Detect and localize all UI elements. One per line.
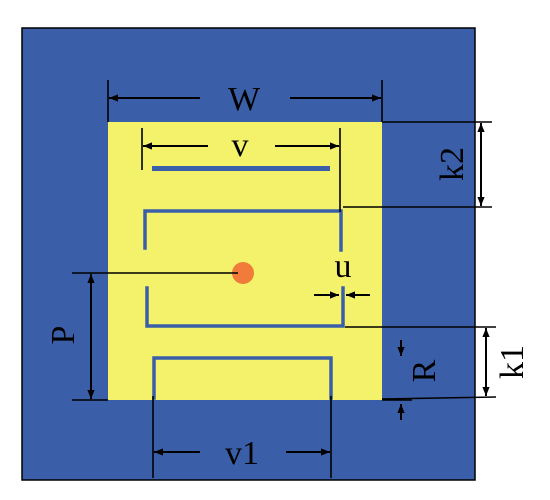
lower-c-slot: [145, 286, 345, 328]
dimension-u: u: [314, 248, 370, 299]
label-R: R: [406, 359, 443, 382]
label-P: P: [45, 326, 82, 345]
label-W: W: [228, 81, 261, 118]
dimension-k2: k2: [343, 121, 492, 208]
dimension-v1: v1: [152, 396, 332, 478]
label-u: u: [335, 248, 352, 285]
top-slot: [152, 166, 330, 171]
dimension-W: W: [107, 80, 383, 122]
label-v: v: [232, 127, 249, 164]
feed-point: [232, 262, 254, 284]
dimension-R: R: [382, 340, 443, 420]
dimension-k1: k1: [345, 326, 531, 400]
dimension-P: P: [45, 274, 108, 401]
upper-c-slot: [143, 209, 343, 252]
label-v1: v1: [225, 435, 259, 472]
dimension-v: v: [141, 127, 341, 212]
label-k2: k2: [434, 147, 471, 181]
slot-group: [143, 166, 345, 400]
bottom-slot: [152, 356, 333, 400]
label-k1: k1: [494, 345, 531, 379]
